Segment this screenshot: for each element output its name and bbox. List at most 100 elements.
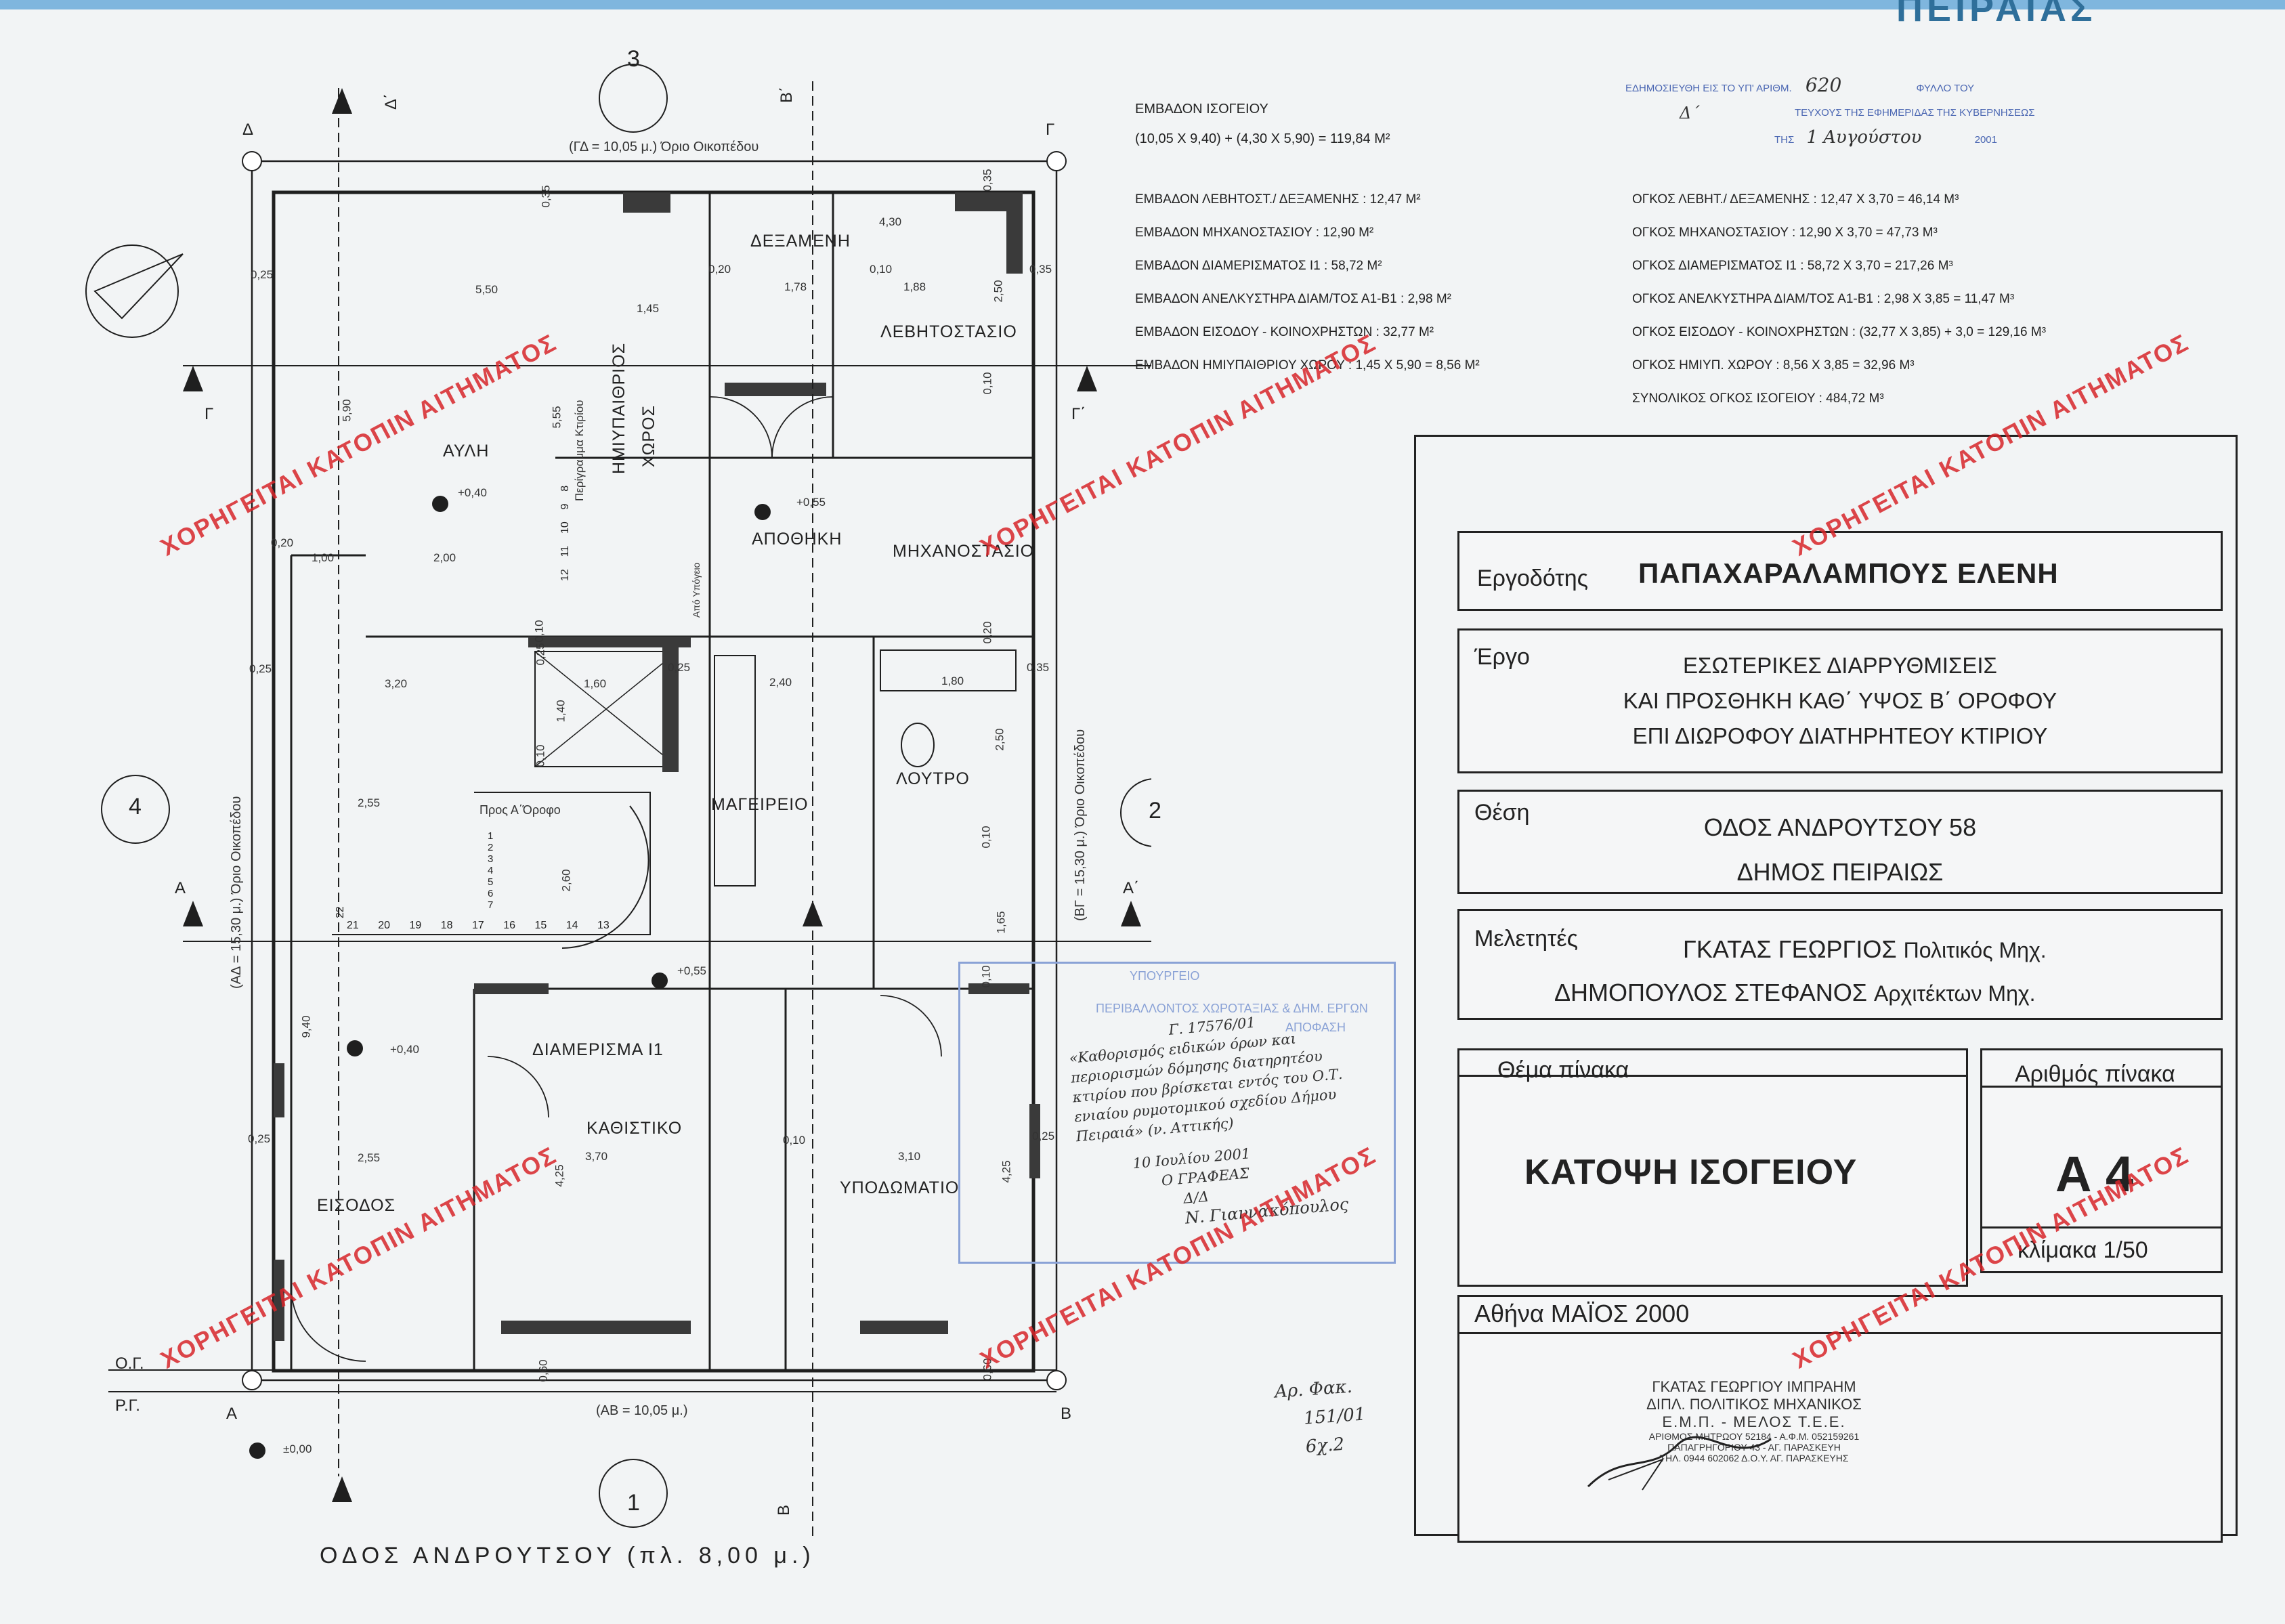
stair-step: 19 <box>409 920 422 931</box>
designers-label: Μελετητές <box>1474 926 1578 952</box>
street-label: ΟΔΟΣ ΑΝΔΡΟΥΤΣΟΥ (πλ. 8,00 μ.) <box>320 1543 815 1568</box>
section-g-right: Γ΄ <box>1071 405 1086 423</box>
room-tank: ΔΕΞΑΜΕΝΗ <box>750 232 851 251</box>
dim: 0,10 <box>532 620 546 643</box>
location-box: Θέση ΟΔΟΣ ΑΝΔΡΟΥΤΣΟΥ 58 ΔΗΜΟΣ ΠΕΙΡΑΙΩΣ <box>1457 790 2223 894</box>
gazette-number: 620 <box>1805 74 1842 96</box>
ministry-line: ΑΠΟΦΑΣΗ <box>1285 1021 1346 1034</box>
room-machine: ΜΗΧΑΝΟΣΤΑΣΙΟ <box>893 542 1035 561</box>
dim: 0,60 <box>536 1359 550 1382</box>
areas-title: ΕΜΒΑΔΟΝ ΙΣΟΓΕΙΟΥ <box>1135 102 1268 116</box>
gazette-year: 2001 <box>1974 134 1997 146</box>
stair-step: 20 <box>378 920 391 931</box>
dim: 0,10 <box>981 372 994 395</box>
og-label: Ο.Γ. <box>115 1354 144 1373</box>
section-number: 1 <box>627 1490 640 1516</box>
engineer-stamp-small: ΑΡΙΘΜΟΣ ΜΗΤΡΩΟΥ 52184 - Α.Φ.Μ. 052159261 <box>1648 1431 1860 1442</box>
section-number: 3 <box>627 46 640 72</box>
ministry-line: ΥΠΟΥΡΓΕΙΟ <box>1130 969 1200 983</box>
area-item: ΕΜΒΑΔΟΝ ΕΙΣΟΔΟΥ - ΚΟΙΝΟΧΡΗΣΤΩΝ : 32,77 Μ… <box>1135 325 1434 339</box>
project-box: Έργο ΕΣΩΤΕΡΙΚΕΣ ΔΙΑΡΡΥΘΜΙΣΕΙΣ ΚΑΙ ΠΡΟΣΘΗ… <box>1457 628 2223 773</box>
dim: 1,65 <box>994 911 1008 934</box>
stair-step: 22 <box>335 906 346 918</box>
dim: 0,25 <box>534 643 547 666</box>
stair-step: 5 <box>488 876 494 888</box>
gazette-line-2: ΤΕΥΧΟΥΣ ΤΗΣ ΕΦΗΜΕΡΙΔΑΣ ΤΗΣ ΚΥΒΕΡΝΗΣΕΩΣ <box>1795 107 2035 119</box>
client-label: Εργοδότης <box>1477 565 1589 591</box>
dim: 0,10 <box>979 826 993 849</box>
room-apartment: ΔΙΑΜΕΡΙΣΜΑ Ι1 <box>532 1040 664 1059</box>
designer2-role: Αρχιτέκτων Μηχ. <box>1874 981 2036 1006</box>
corner-text: ΠΕΙΡΑΙΑΣ <box>1896 0 2097 29</box>
client-name: ΠΑΠΑΧΑΡΑΛΑΜΠΟΥΣ ΕΛΕΝΗ <box>1638 557 2059 589</box>
gazette-line-3: ΤΗΣ <box>1774 134 1795 146</box>
stair-step: 21 <box>347 920 359 931</box>
project-line: ΕΣΩΤΕΡΙΚΕΣ ΔΙΑΡΡΥΘΜΙΣΕΙΣ <box>1683 653 1997 678</box>
dim: 1,00 <box>312 551 335 564</box>
volume-item: ΟΓΚΟΣ ΛΕΒΗΤ./ ΔΕΞΑΜΕΝΗΣ : 12,47 Χ 3,70 =… <box>1632 192 1959 207</box>
designer1-role: Πολιτικός Μηχ. <box>1903 938 2047 962</box>
stair-steps-top: 12 11 10 9 8 <box>559 486 572 581</box>
volume-item: ΣΥΝΟΛΙΚΟΣ ΟΓΚΟΣ ΙΣΟΓΕΙΟΥ : 484,72 Μ³ <box>1632 391 1884 406</box>
dim: 0,10 <box>870 263 893 276</box>
level-apartment: +0,55 <box>677 964 707 977</box>
area-item: ΕΜΒΑΔΟΝ ΜΗΧΑΝΟΣΤΑΣΙΟΥ : 12,90 Μ² <box>1135 226 1374 240</box>
dim: 5,50 <box>475 283 498 296</box>
section-number: 4 <box>129 794 142 819</box>
stair-step: 18 <box>440 920 453 931</box>
dim: 1,60 <box>584 677 607 690</box>
room-kitchen: ΜΑΓΕΙΡΕΙΟ <box>711 795 809 814</box>
subject-title: ΚΑΤΟΨΗ ΙΣΟΓΕΙΟΥ <box>1524 1153 1858 1192</box>
area-item: ΕΜΒΑΔΟΝ ΑΝΕΛΚΥΣΤΗΡΑ ΔΙΑΜ/ΤΟΣ Α1-Β1 : 2,9… <box>1135 292 1451 306</box>
section-b-top: Β΄ <box>777 87 796 103</box>
project-line: ΕΠΙ ΔΙΩΡΟΦΟΥ ΔΙΑΤΗΡΗΤΕΟΥ ΚΤΙΡΙΟΥ <box>1632 723 2048 748</box>
designers-box: Μελετητές ΓΚΑΤΑΣ ΓΕΩΡΓΙΟΣ Πολιτικός Μηχ.… <box>1457 909 2223 1020</box>
dim: 0,20 <box>981 621 994 644</box>
subject-box: Θέμα πίνακα ΚΑΤΟΨΗ ΙΣΟΓΕΙΟΥ <box>1457 1048 1968 1287</box>
location-line: ΔΗΜΟΣ ΠΕΙΡΑΙΩΣ <box>1736 858 1944 886</box>
dim: 0,25 <box>248 1132 271 1145</box>
dim: 3,70 <box>585 1150 608 1163</box>
top-edge-strip <box>0 0 2285 9</box>
top-boundary: (ΓΔ = 10,05 μ.) Όριο Οικοπέδου <box>569 140 759 154</box>
dim: 0,35 <box>981 169 994 192</box>
room-bath: ΛΟΥΤΡΟ <box>896 769 970 788</box>
corner-g: Γ <box>1046 121 1055 139</box>
place-date-box: Αθήνα ΜΑΪΟΣ 2000 ΓΚΑΤΑΣ ΓΕΩΡΓΙΟΥ ΙΜΠΡΑΗΜ… <box>1457 1295 2223 1543</box>
sheet-number: Α 4 <box>2055 1146 2134 1202</box>
stair-step: 4 <box>488 865 494 876</box>
room-entrance: ΕΙΣΟΔΟΣ <box>317 1196 396 1215</box>
areas-list: ΕΜΒΑΔΟΝ ΛΕΒΗΤΟΣΤ./ ΔΕΞΑΜΕΝΗΣ : 12,47 Μ² … <box>1135 183 1480 382</box>
areas-formula: (10,05 Χ 9,40) + (4,30 Χ 5,90) = 119,84 … <box>1135 131 1390 146</box>
scale-label: κλίμακα 1/50 <box>2017 1237 2148 1263</box>
dim: 0,10 <box>979 965 993 988</box>
sheet-label: Αριθμός πίνακα <box>2015 1061 2175 1087</box>
dim: 1,78 <box>784 280 807 293</box>
gazette-issue: Δ΄ <box>1680 104 1700 123</box>
dim: 0,35 <box>1029 263 1052 276</box>
dim: 4,30 <box>879 215 902 228</box>
stair-step: 14 <box>565 920 578 931</box>
dim: 0,25 <box>251 268 274 281</box>
section-b-bottom: Β <box>775 1504 794 1516</box>
section-a-right: Α΄ <box>1123 879 1139 897</box>
dim: 0,25 <box>249 662 272 675</box>
dim: 0,25 <box>1032 1130 1055 1142</box>
areas-title-block: ΕΜΒΑΔΟΝ ΙΣΟΓΕΙΟΥ (10,05 Χ 9,40) + (4,30 … <box>1135 92 1390 156</box>
file-note: Αρ. Φακ. 151/01 6χ.2 <box>1274 1372 1369 1463</box>
dim: 2,55 <box>358 796 381 809</box>
dim: 2,40 <box>769 676 792 689</box>
perimeter-label: Περίγραμμα Κτιρίου <box>573 400 586 501</box>
dim: 0,20 <box>708 263 731 276</box>
dim: 0,10 <box>534 744 547 767</box>
area-item: ΕΜΒΑΔΟΝ ΗΜΙΥΠΑΙΘΡΙΟΥ ΧΩΡΟΥ : 1,45 Χ 5,90… <box>1135 358 1480 372</box>
dim: 5,55 <box>550 406 563 429</box>
ministry-line: ΠΕΡΙΒΑΛΛΟΝΤΟΣ ΧΩΡΟΤΑΞΙΑΣ & ΔΗΜ. ΕΡΓΩΝ <box>1096 1002 1368 1015</box>
gazette-date: 1 Αυγούστου <box>1806 127 1922 148</box>
rg-label: Ρ.Γ. <box>115 1396 140 1415</box>
level-storage: +0,55 <box>796 496 826 509</box>
dim: 1,45 <box>637 302 660 315</box>
engineer-stamp-small: ΤΗΛ. 0944 602062 Δ.Ο.Υ. ΑΓ. ΠΑΡΑΣΚΕΥΗΣ <box>1659 1453 1849 1463</box>
section-g-left: Γ <box>205 405 214 423</box>
dim: 1,40 <box>554 700 568 723</box>
